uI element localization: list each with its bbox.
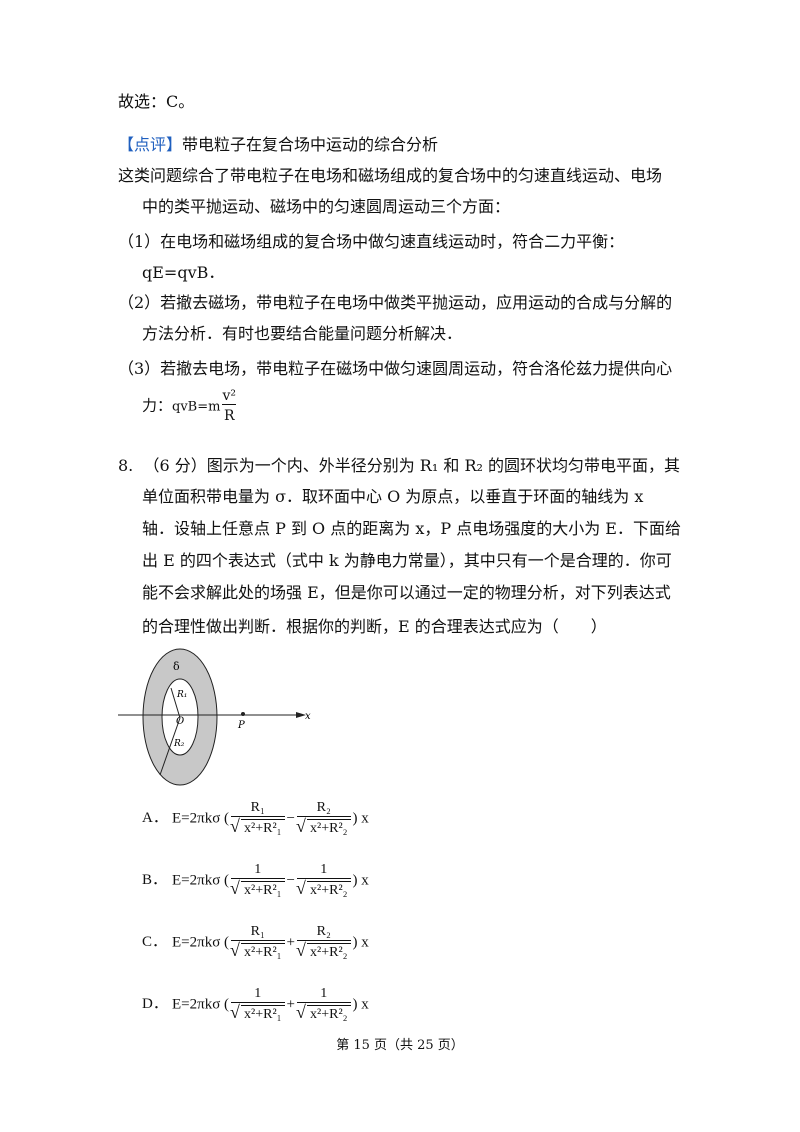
option-d[interactable]: D．E=2πkσ ( 1 x²+R²₁+1 x²+R²₂) x bbox=[142, 986, 369, 1024]
denominator: x²+R²₂ bbox=[296, 940, 351, 962]
label-x: x bbox=[305, 711, 311, 722]
label-sigma: δ bbox=[173, 660, 180, 673]
option-c[interactable]: C．E=2πkσ ( R₁ x²+R²₁+ R₂ x²+R²₂) x bbox=[142, 924, 369, 962]
fraction: R₁ x²+R²₁ bbox=[230, 800, 285, 838]
numerator: R₁ bbox=[250, 800, 265, 815]
fraction: R₂ x²+R²₂ bbox=[296, 924, 351, 962]
numerator: R₁ bbox=[250, 924, 265, 939]
option-label: A． bbox=[142, 810, 168, 827]
option-suffix: ) x bbox=[352, 996, 369, 1013]
r1-line bbox=[170, 687, 181, 719]
sqrt: x²+R²₁ bbox=[230, 879, 285, 900]
numerator: 1 bbox=[254, 986, 262, 1001]
paragraph-line: 这类问题综合了带电粒子在电场和磁场组成的复合场中的匀速直线运动、电场 bbox=[118, 166, 663, 185]
question-score: （6 分） bbox=[143, 456, 207, 475]
option-suffix: ) x bbox=[352, 810, 369, 827]
sqrt: x²+R²₁ bbox=[230, 1003, 285, 1024]
option-label: D． bbox=[142, 996, 168, 1013]
option-a[interactable]: A．E=2πkσ ( R₁ x²+R²₁− R₂ x²+R²₂) x bbox=[142, 800, 369, 838]
sqrt: x²+R²₂ bbox=[296, 1003, 351, 1024]
option-suffix: ) x bbox=[352, 934, 369, 951]
question-line: 能不会求解此处的场强 E，但是你可以通过一定的物理分析，对下列表达式 bbox=[142, 583, 671, 602]
paragraph-line: （1）在电场和磁场组成的复合场中做匀速直线运动时，符合二力平衡： bbox=[118, 232, 625, 251]
question-line: 轴．设轴上任意点 P 到 O 点的距离为 x，P 点电场强度的大小为 E．下面给 bbox=[142, 519, 681, 538]
sqrt: x²+R²₁ bbox=[230, 941, 285, 962]
paragraph-line: （2）若撤去磁场，带电粒子在电场中做类平抛运动，应用运动的合成与分解的 bbox=[118, 293, 673, 312]
arrow-icon bbox=[296, 712, 306, 718]
fraction: 1 x²+R²₂ bbox=[296, 862, 351, 900]
option-prefix: E=2πkσ ( bbox=[172, 872, 230, 889]
paragraph-line: 中的类平抛运动、磁场中的匀速圆周运动三个方面： bbox=[142, 197, 511, 216]
sqrt: x²+R²₁ bbox=[230, 817, 285, 838]
numerator: 1 bbox=[254, 862, 262, 877]
option-label: B． bbox=[142, 872, 168, 889]
sqrt: x²+R²₂ bbox=[296, 879, 351, 900]
numerator: R₂ bbox=[316, 800, 331, 815]
r2-line bbox=[159, 717, 181, 776]
paragraph-line: （3）若撤去电场，带电粒子在磁场中做匀速圆周运动，符合洛伦兹力提供向心 bbox=[118, 359, 673, 378]
denominator: x²+R²₁ bbox=[230, 816, 285, 838]
question-line: 出 E 的四个表达式（式中 k 为静电力常量），其中只有一个是合理的．你可 bbox=[142, 551, 672, 570]
fraction: 1 x²+R²₁ bbox=[230, 986, 285, 1024]
option-prefix: E=2πkσ ( bbox=[172, 810, 230, 827]
question-number: 8. bbox=[118, 456, 134, 475]
operator: − bbox=[286, 810, 296, 827]
numerator: 1 bbox=[320, 862, 328, 877]
operator: + bbox=[286, 996, 296, 1013]
operator: + bbox=[286, 934, 296, 951]
comment-tag: 【点评】 bbox=[118, 135, 183, 154]
paragraph-line: 方法分析．有时也要结合能量问题分析解决． bbox=[142, 324, 463, 343]
denominator: x²+R²₂ bbox=[296, 1002, 351, 1024]
fraction: 1 x²+R²₂ bbox=[296, 986, 351, 1024]
option-prefix: E=2πkσ ( bbox=[172, 996, 230, 1013]
numerator: v² bbox=[222, 388, 236, 404]
sqrt: x²+R²₂ bbox=[296, 817, 351, 838]
label-r2: R₂ bbox=[173, 739, 185, 749]
formula-lhs: qvB=m bbox=[172, 399, 221, 415]
fraction: 1 x²+R²₁ bbox=[230, 862, 285, 900]
option-suffix: ) x bbox=[352, 872, 369, 889]
answer: 故选：C。 bbox=[118, 92, 195, 111]
question-line: 8. （6 分）图示为一个内、外半径分别为 R₁ 和 R₂ 的圆环状均匀带电平面… bbox=[118, 456, 680, 476]
option-b[interactable]: B．E=2πkσ ( 1 x²+R²₁− 1 x²+R²₂) x bbox=[142, 862, 369, 900]
comment-heading: 【点评】带电粒子在复合场中运动的综合分析 bbox=[118, 135, 438, 155]
comment-title: 带电粒子在复合场中运动的综合分析 bbox=[182, 135, 439, 154]
fraction: R₁ x²+R²₁ bbox=[230, 924, 285, 962]
denominator: x²+R²₁ bbox=[230, 940, 285, 962]
option-prefix: E=2πkσ ( bbox=[172, 934, 230, 951]
formula-label: 力： bbox=[142, 396, 173, 415]
point-p bbox=[241, 712, 245, 716]
denominator: x²+R²₁ bbox=[230, 878, 285, 900]
option-label: C． bbox=[142, 934, 168, 951]
denominator: R bbox=[222, 404, 236, 425]
label-r1: R₁ bbox=[176, 690, 187, 700]
denominator: x²+R²₂ bbox=[296, 816, 351, 838]
numerator: 1 bbox=[320, 986, 328, 1001]
denominator: x²+R²₁ bbox=[230, 1002, 285, 1024]
numerator: R₂ bbox=[316, 924, 331, 939]
operator: − bbox=[286, 872, 296, 889]
question-text: 图示为一个内、外半径分别为 R₁ 和 R₂ 的圆环状均匀带电平面，其 bbox=[206, 456, 680, 475]
sqrt: x²+R²₂ bbox=[296, 941, 351, 962]
denominator: x²+R²₂ bbox=[296, 878, 351, 900]
paragraph-line: qE=qvB． bbox=[142, 263, 225, 282]
ring-figure: δ R₁ O R₂ P x bbox=[118, 648, 311, 786]
question-line: 的合理性做出判断．根据你的判断，E 的合理表达式应为（ ） bbox=[142, 617, 607, 636]
page-footer: 第 15 页（共 25 页） bbox=[336, 1038, 464, 1053]
question-line: 单位面积带电量为 σ．取环面中心 O 为原点，以垂直于环面的轴线为 x bbox=[142, 487, 644, 506]
fraction: R₂ x²+R²₂ bbox=[296, 800, 351, 838]
label-o: O bbox=[176, 716, 184, 727]
label-p: P bbox=[237, 720, 245, 731]
